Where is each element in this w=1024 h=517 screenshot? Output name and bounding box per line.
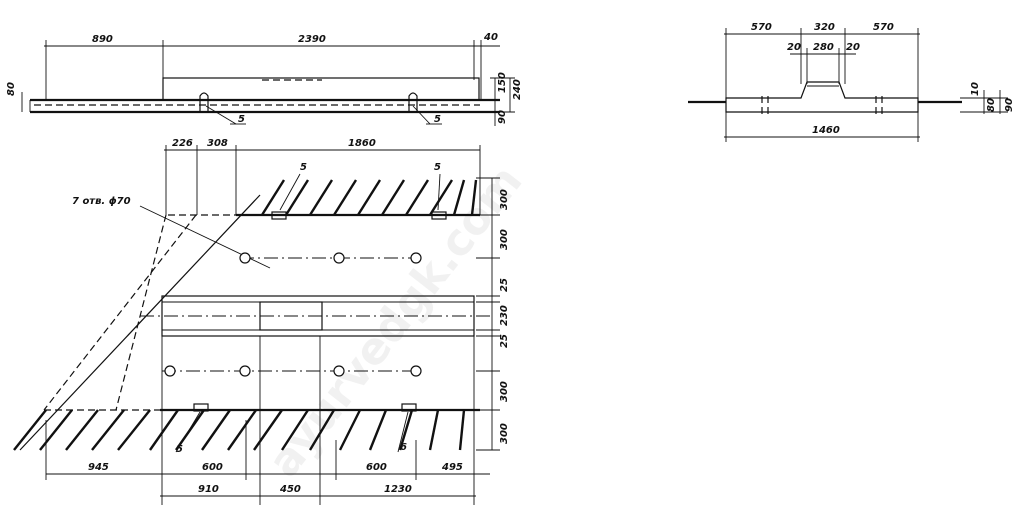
plan-dim-226: 226	[172, 138, 193, 149]
plan-dim-910: 910	[198, 484, 219, 495]
side-dim-150: 150	[497, 72, 508, 93]
beam-opening	[259, 301, 323, 331]
plan-dim-495: 495	[441, 462, 463, 473]
plan-dim-600b: 600	[366, 462, 387, 473]
plan-dim-r300a: 300	[499, 189, 510, 210]
end-dim-90: 90	[1004, 98, 1015, 112]
end-dim-20b: 20	[846, 42, 860, 53]
top-hatching	[260, 179, 478, 216]
end-dim-1460: 1460	[812, 125, 840, 136]
side-dim-80: 80	[6, 82, 17, 96]
hole	[239, 365, 251, 377]
end-dim-20a: 20	[787, 42, 801, 53]
plan-dim-945: 945	[88, 462, 109, 473]
end-view: 570 320 570 20 280 20 10 80 90 1460	[688, 22, 1015, 142]
plan-mark-5b: 5	[434, 162, 441, 173]
side-dim-40: 40	[483, 32, 498, 43]
plan-dim-r230: 230	[499, 305, 510, 326]
hole	[239, 252, 251, 264]
plan-dim-r300d: 300	[499, 423, 510, 444]
watermark: ayurvedgk.com	[258, 156, 532, 487]
skew-line	[19, 194, 261, 451]
end-profile	[725, 81, 919, 113]
plan-dim-r25a: 25	[499, 278, 510, 292]
plan-view: 226 308 1860 5 5 7 отв. ϕ70	[13, 138, 510, 505]
hole	[410, 252, 422, 264]
side-raised-block	[162, 77, 480, 101]
plan-dim-1860: 1860	[348, 138, 376, 149]
plate-bottom-1	[193, 403, 209, 412]
plan-mark-5c: 5	[176, 444, 183, 455]
plan-mark-5a: 5	[300, 162, 307, 173]
side-view: 890 2390 40 5 5 80 150 240 90	[6, 32, 523, 126]
plan-dim-r300b: 300	[499, 229, 510, 250]
side-dim-890: 890	[92, 34, 113, 45]
side-dim-90: 90	[497, 110, 508, 124]
bottom-hatching	[13, 409, 466, 451]
side-mark-5b: 5	[434, 114, 441, 125]
end-dim-570b: 570	[873, 22, 894, 33]
hole	[164, 365, 176, 377]
plate-top-1	[271, 211, 287, 220]
hole	[410, 365, 422, 377]
end-dim-280: 280	[813, 42, 834, 53]
hole	[333, 365, 345, 377]
side-dim-240: 240	[512, 79, 523, 100]
end-dim-570a: 570	[751, 22, 772, 33]
end-dim-320: 320	[814, 22, 835, 33]
plan-dim-r300c: 300	[499, 381, 510, 402]
plan-mark-6: 6	[400, 442, 407, 453]
end-dim-10: 10	[970, 82, 981, 96]
hole	[333, 252, 345, 264]
plate-top-2	[431, 211, 447, 220]
end-dim-80: 80	[986, 98, 997, 112]
holes-note: 7 отв. ϕ70	[72, 196, 131, 207]
side-dim-2390: 2390	[298, 34, 326, 45]
side-anchor-right	[408, 92, 418, 112]
side-anchor-left	[199, 92, 209, 112]
plan-dim-r25b: 25	[499, 334, 510, 348]
plate-bottom-2	[401, 403, 417, 412]
central-beam	[161, 295, 475, 337]
plan-dim-450: 450	[279, 484, 301, 495]
plan-dim-308: 308	[207, 138, 228, 149]
plan-dim-1230: 1230	[384, 484, 412, 495]
plan-dim-600a: 600	[202, 462, 223, 473]
side-mark-5a: 5	[238, 114, 245, 125]
